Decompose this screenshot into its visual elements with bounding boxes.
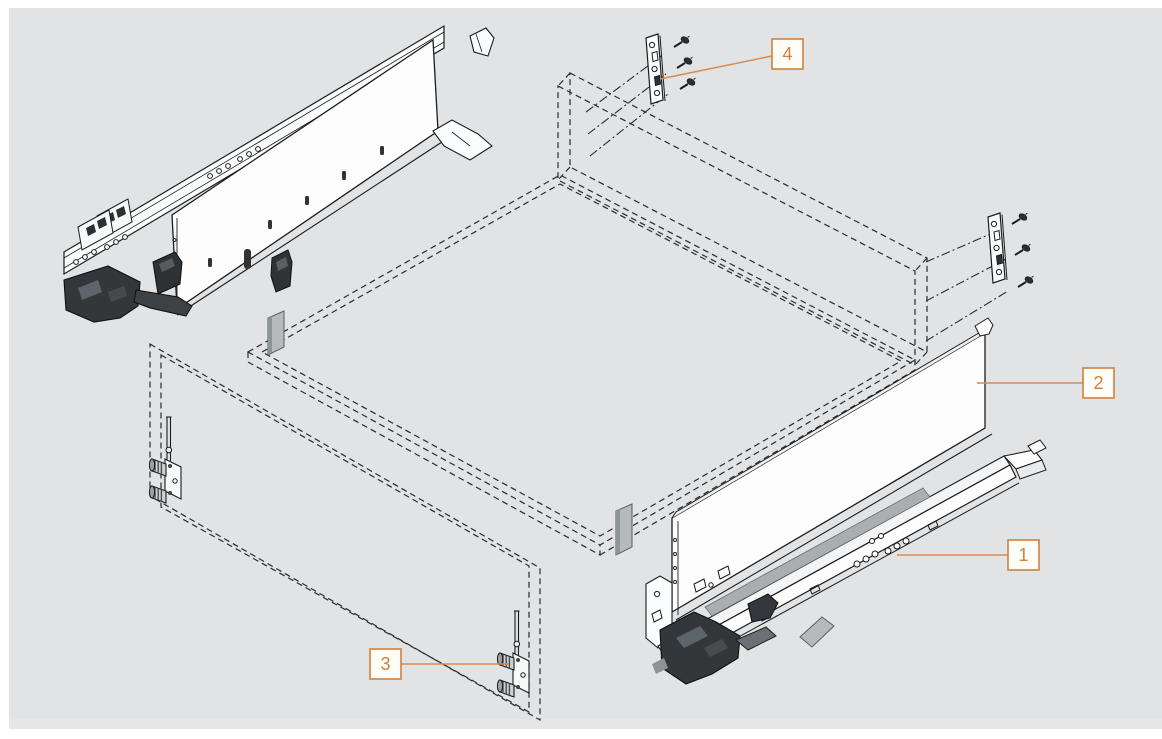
callout-4: 4 (771, 38, 804, 70)
drawer-side-right-assembly (645, 317, 1047, 685)
drawer-side-left-assembly (63, 24, 495, 323)
left-panel-latch (270, 249, 293, 293)
right-locking-device (652, 593, 779, 685)
callout-3-label: 3 (380, 654, 390, 674)
left-runner-rail (63, 24, 445, 276)
callout-2-label: 2 (1093, 373, 1103, 393)
callout-leader-lines (401, 55, 1083, 665)
left-mounting-plates (77, 198, 133, 251)
right-side-panel (671, 331, 986, 614)
right-rail-gray-insert (704, 487, 931, 617)
callout-1-label: 1 (1018, 545, 1028, 565)
right-panel-edge-holes (673, 538, 677, 584)
callout-1: 1 (1007, 539, 1040, 571)
callout-4-label: 4 (782, 44, 792, 64)
canvas-bottom-band (9, 719, 1162, 729)
right-rail-hole-row (853, 533, 910, 568)
callout-3: 3 (369, 648, 402, 680)
right-panel-rear-hook (974, 317, 994, 337)
spacer-gauge-center (615, 503, 633, 556)
spacer-gauge-bottom (799, 616, 835, 648)
left-front-clip (152, 251, 183, 295)
left-rail-hole-rows (73, 146, 261, 265)
right-panel-slots (693, 565, 731, 593)
callout-2: 2 (1082, 367, 1115, 399)
drawer-front-dashed-outline (149, 342, 541, 722)
diagram-canvas (9, 8, 1162, 729)
left-locking-device (63, 265, 193, 323)
callout-4-leader (659, 55, 773, 80)
spacer-gauge-left (267, 310, 285, 356)
left-panel-slots (208, 146, 384, 269)
